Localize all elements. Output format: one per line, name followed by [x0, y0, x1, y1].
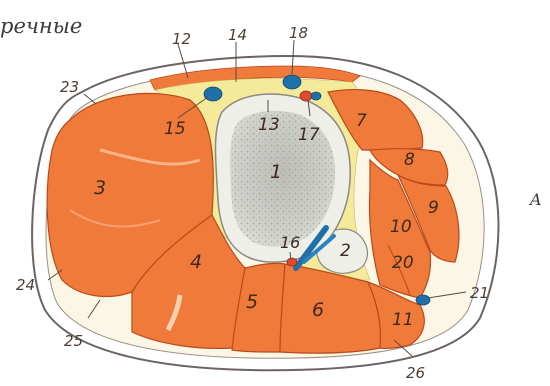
label-2: 2: [340, 241, 351, 261]
label-20: 20: [392, 253, 414, 273]
label-7: 7: [356, 111, 367, 131]
label-18: 18: [289, 24, 308, 42]
label-10: 10: [390, 217, 412, 237]
label-3: 3: [94, 177, 106, 199]
label-9: 9: [428, 198, 439, 218]
artery-16: [287, 258, 297, 266]
label-23: 23: [60, 78, 79, 96]
edge-letter: A: [528, 190, 542, 209]
label-15: 15: [164, 119, 186, 139]
label-26: 26: [406, 364, 425, 382]
label-14: 14: [228, 26, 247, 44]
vein-15: [204, 87, 222, 101]
vein-21: [416, 295, 430, 305]
label-13: 13: [258, 115, 280, 135]
label-11: 11: [392, 310, 414, 330]
label-12: 12: [172, 30, 191, 48]
label-17: 17: [298, 125, 320, 145]
label-6: 6: [312, 299, 324, 321]
label-21: 21: [470, 284, 489, 302]
label-25: 25: [64, 332, 83, 350]
label-4: 4: [190, 251, 202, 273]
label-16: 16: [280, 233, 300, 252]
artery-17: [300, 91, 312, 101]
label-1: 1: [270, 161, 282, 183]
vein-17: [311, 92, 321, 100]
vein-18: [283, 75, 301, 89]
caption-fragment: речные: [0, 14, 82, 38]
label-5: 5: [246, 291, 258, 313]
label-8: 8: [404, 150, 415, 170]
label-24: 24: [16, 276, 35, 294]
